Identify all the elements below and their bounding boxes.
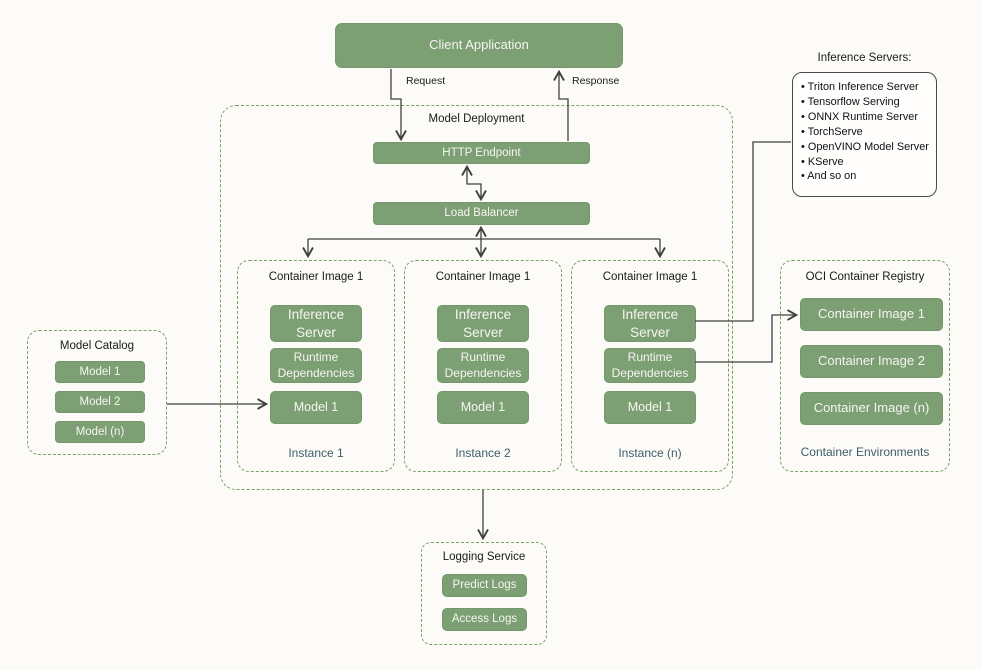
container-image-instance-2: Container Image 1 Inference Server Runti…	[404, 260, 562, 472]
inference-server-item: Tensorflow Serving	[801, 95, 933, 110]
inference-server-box: Inference Server	[604, 305, 696, 342]
runtime-dependencies-box: Runtime Dependencies	[270, 348, 362, 383]
logging-service-title: Logging Service	[442, 551, 526, 563]
inference-servers-title: Inference Servers:	[817, 52, 912, 64]
model-box: Model 1	[270, 391, 362, 424]
predict-logs-box: Predict Logs	[442, 574, 527, 597]
request-label: Request	[406, 75, 446, 87]
container-image-2-box: Container Image 2	[800, 345, 943, 378]
container-image-instance-n: Container Image 1 Inference Server Runti…	[571, 260, 729, 472]
oci-container-registry-title: OCI Container Registry	[805, 271, 925, 283]
inference-server-item: ONNX Runtime Server	[801, 110, 933, 125]
instance-label: Instance (n)	[618, 446, 682, 460]
runtime-dependencies-box: Runtime Dependencies	[604, 348, 696, 383]
inference-server-box: Inference Server	[437, 305, 529, 342]
model-2-box: Model 2	[55, 391, 145, 413]
model-box: Model 1	[437, 391, 529, 424]
model-1-box: Model 1	[55, 361, 145, 383]
container-image-title: Container Image 1	[602, 271, 698, 283]
inference-servers-list: Triton Inference Server Tensorflow Servi…	[793, 73, 936, 184]
inference-server-item: KServe	[801, 155, 933, 170]
model-catalog-title: Model Catalog	[59, 340, 135, 352]
instance-label: Instance 2	[455, 446, 511, 460]
container-environments-label: Container Environments	[800, 445, 930, 459]
container-image-title: Container Image 1	[268, 271, 364, 283]
inference-server-item: OpenVINO Model Server	[801, 140, 933, 155]
inference-server-item: And so on	[801, 169, 933, 184]
oci-container-registry-container	[780, 260, 950, 472]
model-catalog-container	[27, 330, 167, 455]
response-label: Response	[572, 75, 620, 87]
inference-servers-list-box: Triton Inference Server Tensorflow Servi…	[792, 72, 937, 197]
access-logs-box: Access Logs	[442, 608, 527, 631]
runtime-dependencies-box: Runtime Dependencies	[437, 348, 529, 383]
load-balancer-box: Load Balancer	[373, 202, 590, 225]
inference-server-item: TorchServe	[801, 125, 933, 140]
http-endpoint-box: HTTP Endpoint	[373, 142, 590, 164]
container-image-instance-1: Container Image 1 Inference Server Runti…	[237, 260, 395, 472]
container-image-n-box: Container Image (n)	[800, 392, 943, 425]
inference-server-box: Inference Server	[270, 305, 362, 342]
model-deployment-title: Model Deployment	[428, 113, 525, 125]
model-box: Model 1	[604, 391, 696, 424]
logging-service-container	[421, 542, 547, 645]
container-image-1-box: Container Image 1	[800, 298, 943, 331]
model-n-box: Model (n)	[55, 421, 145, 443]
instance-label: Instance 1	[288, 446, 344, 460]
client-application-box: Client Application	[335, 23, 623, 68]
container-image-title: Container Image 1	[435, 271, 531, 283]
inference-server-item: Triton Inference Server	[801, 80, 933, 95]
